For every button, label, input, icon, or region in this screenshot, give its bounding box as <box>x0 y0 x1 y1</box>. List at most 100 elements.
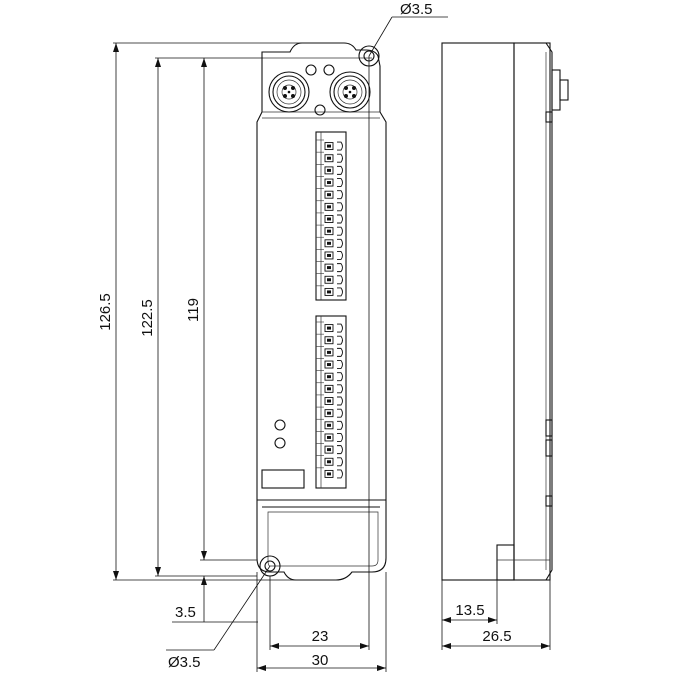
terminal-pin-contact <box>327 193 331 197</box>
terminal-pin <box>324 372 334 381</box>
terminal-pin-lever <box>337 141 343 151</box>
terminal-pin <box>324 287 334 296</box>
m12-connector-left <box>268 71 310 113</box>
terminal-pin-lever <box>337 190 343 200</box>
terminal-pin-lever <box>337 238 343 248</box>
terminal-pin <box>324 457 334 466</box>
m12-connector-right <box>329 71 371 113</box>
terminal-pin-contact <box>327 387 331 391</box>
terminal-pin-lever <box>337 323 343 333</box>
label-depth-total: 26.5 <box>482 628 511 645</box>
terminal-pin <box>324 190 334 199</box>
terminal-pin-lever <box>337 445 343 455</box>
label-hole-bottom: Ø3.5 <box>168 654 201 671</box>
status-led-5 <box>274 437 286 449</box>
terminal-pin-contact <box>327 472 331 476</box>
terminal-pin <box>324 469 334 478</box>
status-led-1 <box>305 64 317 76</box>
terminal-pin <box>324 142 334 151</box>
terminal-pin-contact <box>327 435 331 439</box>
terminal-pin-contact <box>327 168 331 172</box>
terminal-pin-contact <box>327 363 331 367</box>
terminal-pin <box>324 384 334 393</box>
side-housing <box>441 42 515 581</box>
label-depth-partial: 13.5 <box>455 602 484 619</box>
status-led-3 <box>314 104 326 116</box>
terminal-pin-contact <box>327 156 331 160</box>
side-tab-top <box>545 111 553 123</box>
leader-hole-top <box>368 16 393 57</box>
terminal-block-lower <box>315 315 347 489</box>
terminal-block-upper <box>315 131 347 301</box>
label-height-total: 126.5 <box>97 293 114 331</box>
terminal-pin-contact <box>327 241 331 245</box>
terminal-pin-contact <box>327 338 331 342</box>
terminal-pin-contact <box>327 460 331 464</box>
terminal-pin-contact <box>327 411 331 415</box>
side-connector-pin <box>559 79 569 101</box>
label-height-body: 119 <box>185 298 202 322</box>
label-offset-bottom: 3.5 <box>175 604 196 621</box>
terminal-pin <box>324 445 334 454</box>
terminal-pin <box>324 336 334 345</box>
terminal-pin-lever <box>337 347 343 357</box>
terminal-pin-contact <box>327 278 331 282</box>
terminal-pin-lever <box>337 287 343 297</box>
bottom-recess <box>267 511 379 567</box>
terminal-pin-contact <box>327 266 331 270</box>
terminal-pins-upper <box>316 139 343 297</box>
terminal-pin <box>324 275 334 284</box>
label-height-mount: 122.5 <box>139 299 156 337</box>
terminal-pin <box>324 202 334 211</box>
terminal-pin <box>324 227 334 236</box>
terminal-pin-contact <box>327 144 331 148</box>
terminal-pin-contact <box>327 399 331 403</box>
terminal-pin <box>324 215 334 223</box>
terminal-pin <box>324 251 334 260</box>
housing-inner-top <box>262 57 380 119</box>
side-view <box>441 42 569 581</box>
terminal-pin-lever <box>337 263 343 273</box>
label-hole-top: Ø3.5 <box>400 1 433 18</box>
terminal-pin-lever <box>337 275 343 285</box>
terminal-pin-lever <box>337 153 343 163</box>
terminal-pin-lever <box>337 226 343 236</box>
dimension-lines <box>113 16 551 672</box>
terminal-pins-lower <box>316 321 343 479</box>
terminal-pin <box>324 166 334 175</box>
terminal-pin <box>324 433 334 442</box>
terminal-pin-lever <box>337 202 343 212</box>
terminal-pin-lever <box>337 384 343 394</box>
housing-outline <box>256 42 387 581</box>
terminal-pin <box>324 324 334 333</box>
terminal-pin <box>324 239 334 248</box>
terminal-pin-lever <box>337 396 343 406</box>
terminal-pin-contact <box>327 423 331 427</box>
terminal-pin-contact <box>327 350 331 354</box>
label-width-inner: 23 <box>312 628 329 645</box>
terminal-pin-lever <box>337 457 343 467</box>
front-view <box>256 42 387 581</box>
side-housing-front <box>513 42 551 581</box>
status-led-2 <box>323 64 335 76</box>
side-tab-mid2 <box>545 439 553 457</box>
terminal-pin-lever <box>337 251 343 260</box>
terminal-pin <box>324 397 334 405</box>
side-connector-body <box>551 69 561 111</box>
terminal-pin-lever <box>337 408 343 418</box>
terminal-pin-lever <box>337 335 343 345</box>
terminal-pin <box>324 421 334 430</box>
terminal-pin-contact <box>327 290 331 294</box>
terminal-pin <box>324 178 334 187</box>
terminal-pin-lever <box>337 178 343 187</box>
terminal-pin <box>324 263 334 272</box>
terminal-pin-contact <box>327 217 331 221</box>
terminal-pin-contact <box>327 375 331 379</box>
terminal-pin-lever <box>337 420 343 430</box>
terminal-pin-lever <box>337 214 343 224</box>
side-tab-mid1 <box>545 419 553 437</box>
terminal-pin-contact <box>327 326 331 330</box>
housing-bottom-panel <box>257 499 386 508</box>
side-front-bevel <box>514 42 553 581</box>
